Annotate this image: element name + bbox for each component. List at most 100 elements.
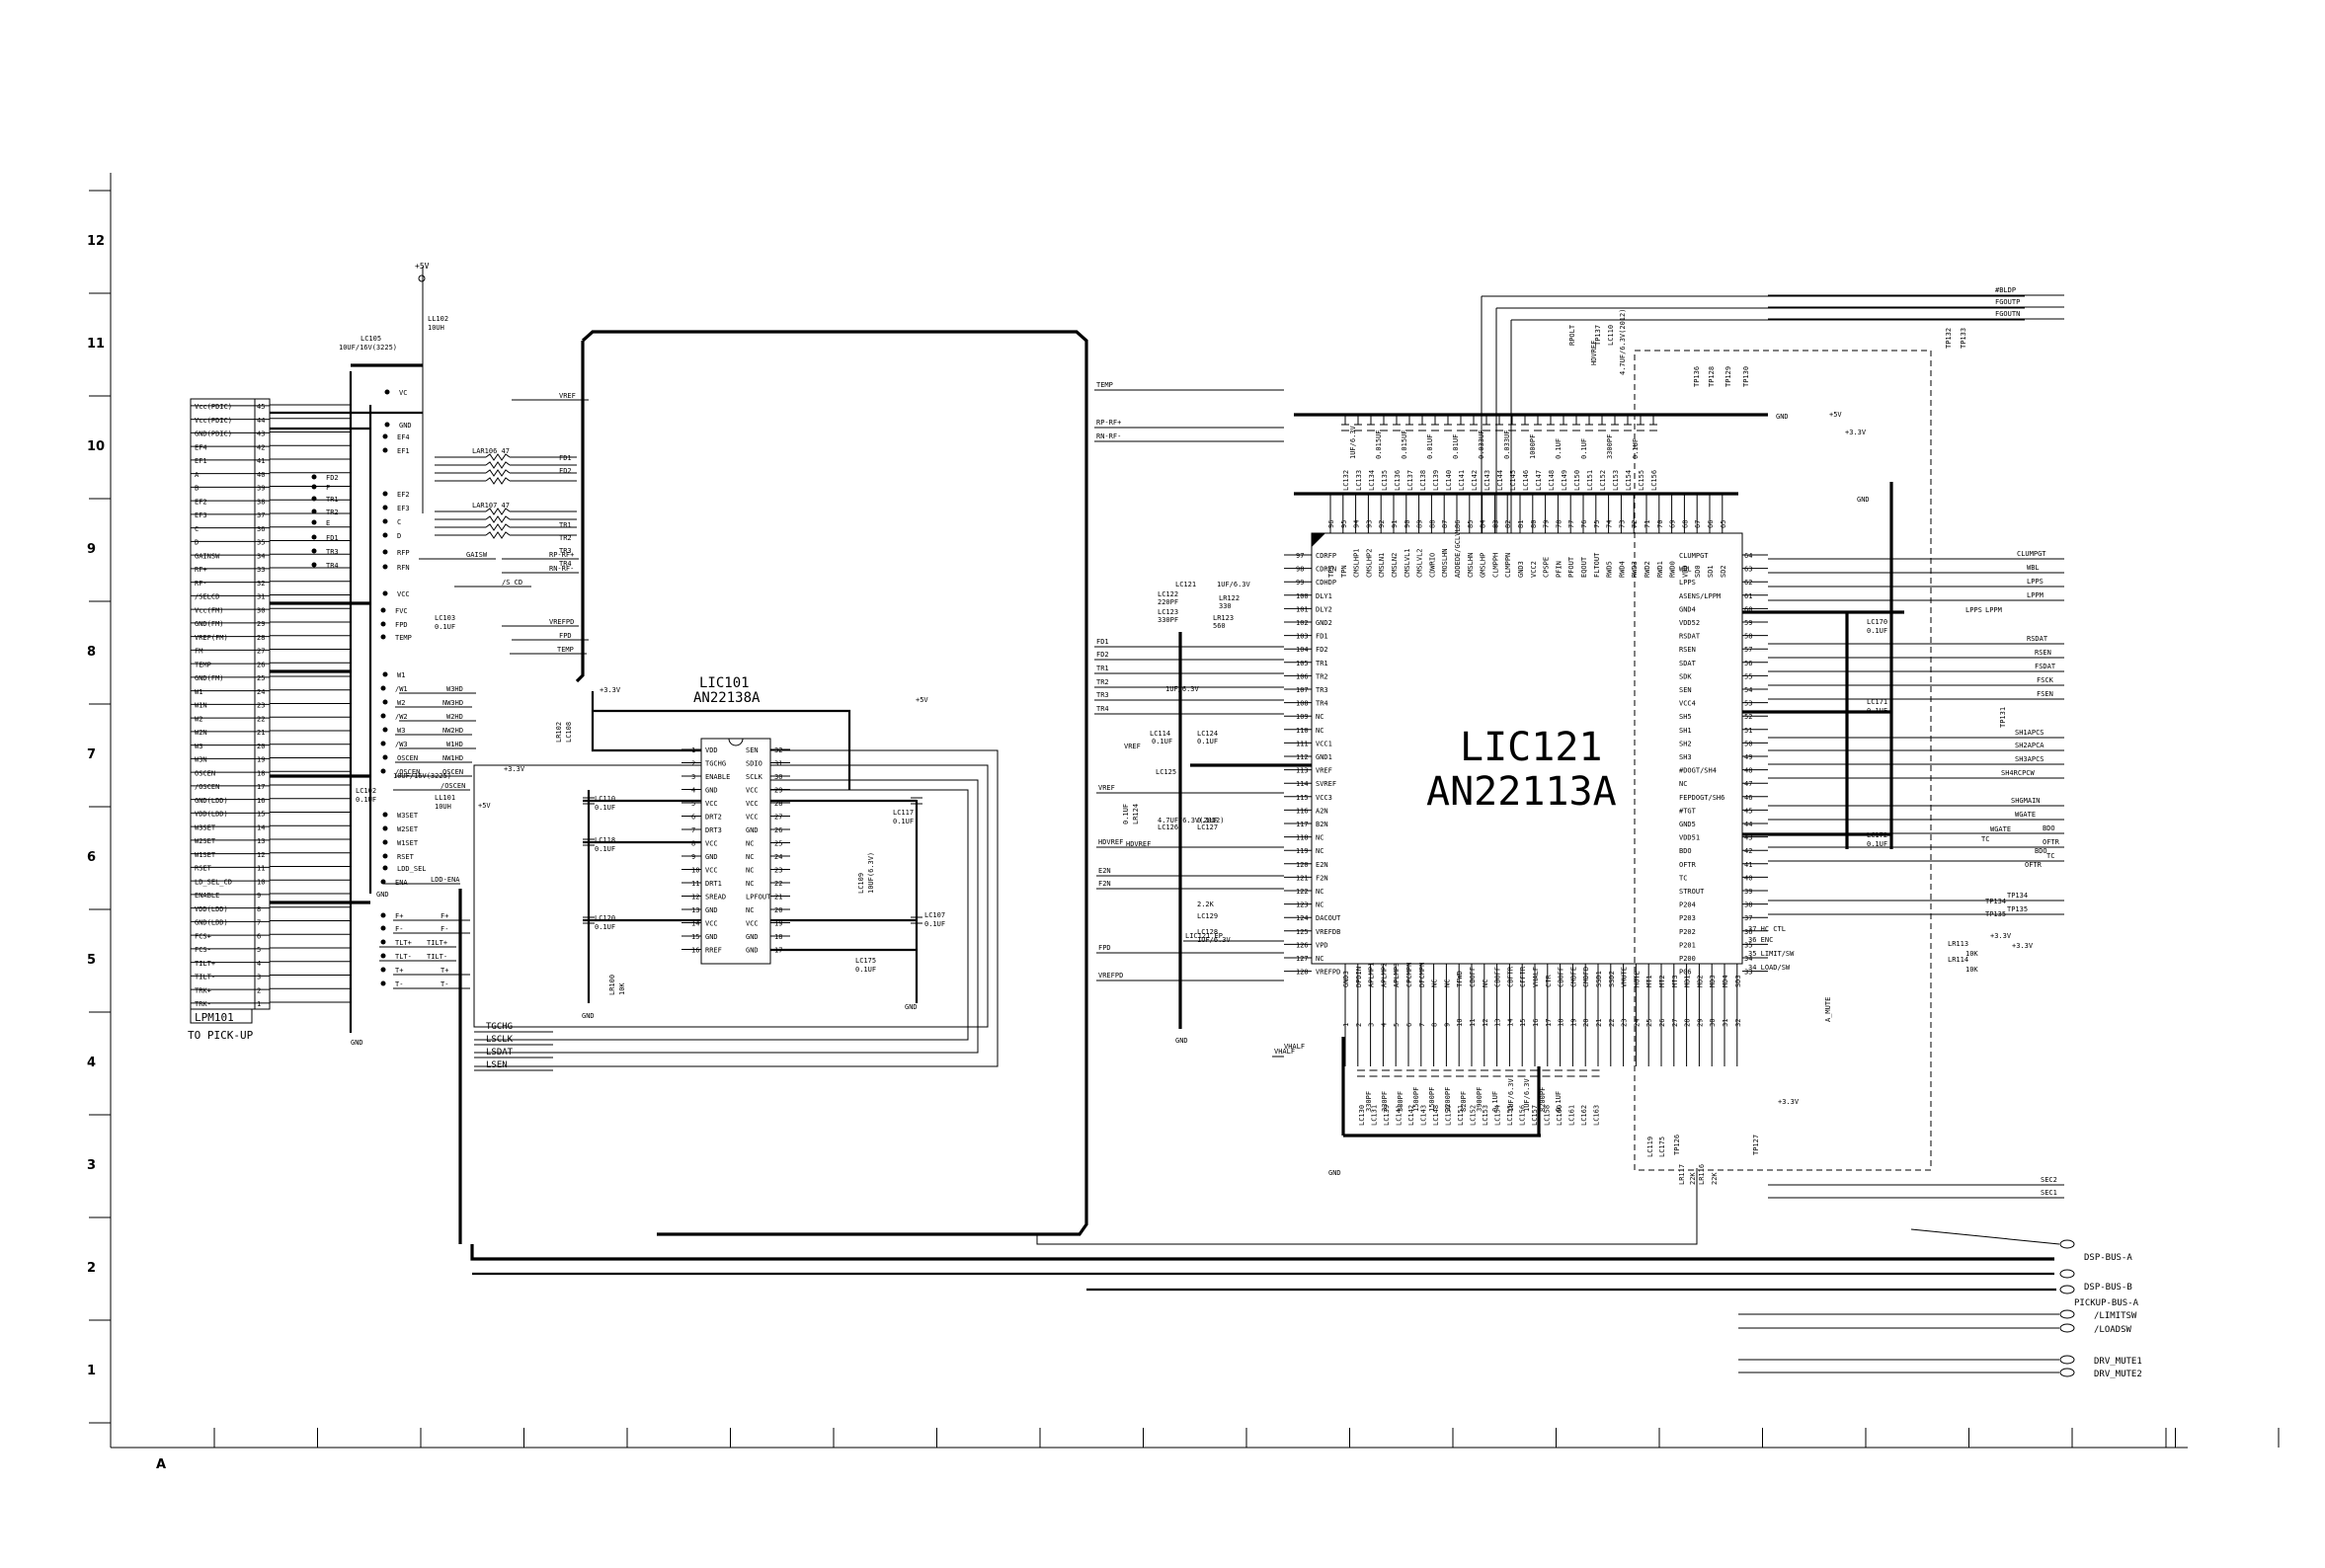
connector-pin-label: TRK+: [195, 986, 211, 994]
lic101-pin-number: 2: [691, 760, 695, 768]
connector-pin-label: VDD(LDD): [195, 811, 228, 819]
lic121-pin-label: VDD51: [1679, 834, 1700, 842]
lic121-top-cap-label: LC142: [1471, 470, 1479, 491]
connector-pin-label: B: [195, 485, 199, 493]
connector-pin-number: 36: [257, 525, 265, 533]
left-net-label: W2HD: [446, 713, 463, 721]
lic121-pin-label: #TGT: [1679, 807, 1697, 815]
bus-terminal-marker: [2059, 1323, 2075, 1333]
lic121-pin-label: VREF: [1316, 767, 1332, 775]
lic101-pin-label: ENABLE: [705, 773, 730, 781]
lic121-top-cap-value: 0.1UF: [1555, 438, 1563, 459]
connector-pin-number: 32: [257, 580, 265, 588]
lic121-bottom-cap-value: 2200PF: [1444, 1087, 1452, 1112]
connector-side-label: EF4: [397, 433, 410, 441]
connector-pin-label: GND(FM): [195, 620, 224, 628]
lic121-bottom-pin-label: APLMP1: [1368, 963, 1376, 987]
lic121-top-pin-number: 93: [1365, 520, 1373, 528]
connector-side-label: TR1: [326, 496, 339, 504]
connector-pin-label: A: [195, 471, 200, 479]
lic121-pin-label: CDRFN: [1316, 566, 1336, 574]
connector-pin-label: RSET: [195, 865, 212, 873]
lic121-top-cap-label: LC133: [1355, 470, 1363, 491]
junction-dot: [380, 939, 386, 945]
lic121-top-pin-number: 75: [1593, 520, 1601, 528]
lic121-right-passive: TP133: [1960, 328, 1967, 349]
lic121-bottom-pin-label: DPDIN: [1355, 967, 1363, 987]
connector-side-label: C: [397, 518, 401, 526]
lic121-pin-label: VPD: [1316, 941, 1328, 949]
lc105-label: LC105: [361, 335, 381, 343]
lic101-pin-label: GND: [746, 933, 759, 941]
lic121-right-passive: LC175: [1658, 1137, 1666, 1157]
lic121-bottom-cap-value: 0.1UF: [1491, 1091, 1499, 1112]
lic121-pin-label: VCC1: [1316, 740, 1332, 747]
connector-pin-number: 15: [257, 811, 265, 819]
lic101-pin-label: NC: [746, 880, 754, 888]
connector-pin-number: 12: [257, 851, 265, 859]
lic121-pin-label: SH5: [1679, 713, 1692, 721]
connector-side-label: /W3: [395, 741, 408, 748]
connector-side-label: W2SET: [397, 825, 419, 833]
lic121-bottom-pin-number: 1: [1342, 1023, 1350, 1027]
connector-side-label: ENA: [395, 879, 408, 887]
right-net-label: RSDAT: [2027, 635, 2048, 643]
lic101-passive-label: 0.1UF: [855, 966, 876, 974]
connector-side-label: FVC: [395, 607, 408, 615]
lic121-pin-number: 54: [1744, 686, 1752, 694]
connector-side-label: OSCEN: [397, 754, 418, 762]
middle-net-labels: TEMPRP-RF+RN-RF-FD1FD2TR1TR2TR3TR4VREFHD…: [1094, 381, 1295, 1058]
lic121-pin-number: 102: [1296, 619, 1309, 627]
lic121-pin-label: GND2: [1316, 619, 1332, 627]
lic121-left-passive: LC128: [1197, 928, 1218, 936]
lic121-bottom-pin-label: NC: [1431, 980, 1439, 987]
lic101-name: LIC101: [699, 675, 750, 691]
lic101-pin-label: TGCHG: [705, 760, 726, 768]
lic101-pin-number: 19: [774, 920, 782, 928]
lc103-label: LC103: [435, 614, 455, 622]
lic121-top-pin-number: 85: [1467, 520, 1475, 528]
plus33v-right: +3.3V: [1845, 429, 1867, 436]
lic121-right-passive: TP128: [1708, 366, 1716, 387]
connector-pin-number: 44: [257, 417, 265, 425]
connector-pin-number: 9: [257, 892, 261, 900]
connector-pin-number: 4: [257, 960, 261, 968]
lic101-pin-label: GND: [705, 853, 718, 861]
middle-net-label: RN-RF-: [1096, 432, 1121, 440]
lic121-pin-label: TR3: [1316, 686, 1328, 694]
gnd-left-2: GND: [376, 891, 389, 899]
lic121-pin-label: NC: [1316, 902, 1323, 909]
lic121-pin-number: 40: [1744, 874, 1752, 882]
lic121-bottom-pins: GND31DPDIN2APLMP13APLMP24APLMP35CPCMPN6D…: [1342, 963, 1742, 1066]
lic121-pin-number: 98: [1296, 566, 1304, 574]
lic121-right-passive: TP127: [1752, 1135, 1760, 1155]
lic121-bottom-cap-label: LC156: [1519, 1105, 1527, 1126]
lic121-bottom-cap-value: 820PF: [1460, 1091, 1468, 1112]
lic121-right-passive: 4.7UF/6.3V(2012): [1619, 309, 1627, 375]
lic121-bottom-cap-value: 330PF: [1381, 1091, 1389, 1112]
connector-side-label: FPD: [395, 621, 408, 629]
resistor-array-bodies: [435, 453, 577, 539]
lic101-pin-number: 10: [691, 867, 699, 875]
row-number: 1: [87, 1364, 96, 1378]
lic121-top-pin-number: 87: [1441, 520, 1449, 528]
lic121-signal-label: BDO: [2035, 847, 2047, 855]
resistor-element: [485, 531, 511, 539]
lic101-pin-label: VCC: [746, 920, 759, 928]
lic121-signal-label: VREF: [1124, 743, 1141, 750]
lic101-passive-label: LC117: [893, 809, 914, 817]
lic121-left-passive: LC127: [1197, 823, 1218, 831]
lic101-pin-number: 22: [774, 880, 782, 888]
lic121-pin-number: 48: [1744, 767, 1752, 775]
gnd-left-1: GND: [351, 1039, 363, 1047]
lic121-bottom-cap-label: LC163: [1593, 1105, 1601, 1126]
right-net-label: SEC2: [2041, 1176, 2057, 1184]
left-net-label: F+: [441, 912, 448, 920]
fd-label: TR2: [559, 534, 572, 542]
junction-dot: [382, 433, 388, 439]
lic121-pin-label: SDAT: [1679, 660, 1697, 667]
lic121-top-pin-label: CPSPE: [1543, 557, 1551, 578]
lic121-right-passives: LC1700.1UFLC1710.1UFLC1720.1UFLR11310KLR…: [1124, 309, 2047, 1185]
right-net-label: FSDAT: [2035, 663, 2056, 670]
